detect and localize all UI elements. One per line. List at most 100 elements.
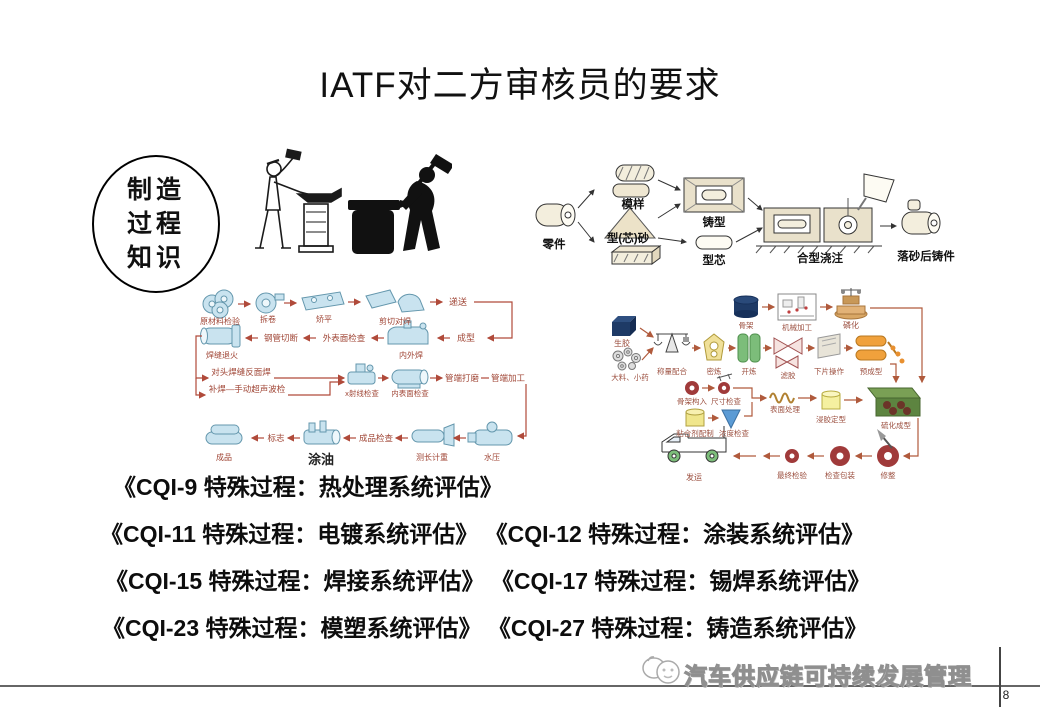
pipe-step-label: 水压 [484,452,500,462]
preforming-icon [855,335,905,364]
leveling-machine-icon [301,291,345,311]
knowledge-badge: 制造 过程 知识 [92,155,220,293]
rubber-step-label: 发运 [686,472,702,482]
pipe-step-label: 成品 [216,452,232,462]
raw-rubber-icon [612,316,636,336]
rubber-step-label: 机械加工 [782,322,812,332]
pipe-step-label: 成品检查 [359,433,394,443]
truck-icon [661,426,727,463]
pipe-step-label: 焊缝退火 [206,350,238,360]
strainer-icon [773,337,803,369]
casting-step-label: 零件 [542,237,566,251]
casting-process-diagram: 零件 模样 型(芯)砂 铸型 型芯 合型浇注 落砂后铸件 [535,164,955,267]
badge-line: 制造 [126,175,185,204]
pipe-step-label: 标志 [267,433,285,443]
shear-butt-weld-icon [365,289,425,313]
rubber-step-label: 粘合剂配制 [676,428,714,438]
pipe-step-label: 钢管切断 [264,333,299,343]
xray-inspect-icon [347,363,376,385]
metal-insert-icon [733,295,759,318]
pipe-step-label: 拆卷 [260,314,276,324]
pipe-step-label: 补焊—手动超声波检 [209,384,286,394]
sheet-cutting-icon [817,333,841,359]
rubber-step-label: 最终检验 [777,470,807,480]
rubber-step-label: 浓度检查 [719,428,749,438]
inner-surface-inspect-icon [391,369,429,389]
rubber-step-label: 密炼 [707,366,722,376]
pipe-step-label: 内外焊 [399,350,423,360]
trimming-icon [877,429,899,467]
open-mill-icon [737,333,761,363]
footer-logo-icon [642,656,680,684]
pipe-production-flowchart: 原材料检验 拆卷 矫平 剪切对焊 递送 焊缝退火 钢管切断 外表面检查 内外焊 … [195,289,527,467]
badge-line: 知识 [126,243,185,272]
rubber-step-label: 大料、小药 [611,372,649,382]
pipe-step-label: 管端打磨 [445,373,480,383]
blacksmith-illustration [255,148,452,254]
casting-step-label: 模样 [622,197,645,211]
pipe-step-label: 递送 [449,296,467,307]
casting-step-label: 合型浇注 [797,251,843,265]
mold-assembly-pouring-icon [755,173,895,254]
casting-step-label: 型(芯)砂 [607,231,650,245]
shakeout-casting-icon [901,199,941,235]
rubber-step-label: 磷化 [843,320,859,330]
adhesive-prep-icon [685,408,705,427]
cqi-line-4: 《CQI-23 特殊过程：模塑系统评估》 《CQI-27 特殊过程：铸造系统评估… [102,615,868,641]
vulcanization-mold-icon [866,387,922,417]
chemicals-icon [612,347,641,371]
pipe-step-label: 外表面检查 [323,333,366,343]
rubber-step-label: 预成型 [860,366,883,376]
page-title: IATF对二方审核员的要求 [319,66,721,105]
rubber-step-label: 修整 [881,470,896,480]
rubber-step-label: 骨架 [739,321,754,330]
casting-step-label: 型芯 [703,253,726,267]
weighing-scale-icon [653,332,691,353]
rubber-step-label: 硫化成型 [881,420,911,430]
footer-divider [0,685,1040,687]
rubber-step-label: 骨架构入 [677,396,707,406]
rubber-step-label: 称量配合 [657,366,687,376]
viscosity-check-icon [721,409,741,430]
pattern-icon [612,164,655,198]
casting-step-label: 铸型 [703,215,726,229]
hydro-test-machine-icon [467,421,513,446]
rubber-production-flowchart: 骨架 机械加工 磷化 生胶 大料、小药 称量配合 密炼 开炼 滤胶 下片操作 预… [611,288,926,482]
insert-loading-icon [685,381,699,395]
rubber-step-label: 开炼 [742,366,757,376]
pipe-step-label: 测长计重 [416,452,448,462]
rubber-step-label: 尺寸检查 [711,396,741,406]
cqi-line-2: 《CQI-11 特殊过程：电镀系统评估》 《CQI-12 特殊过程：涂装系统评估… [100,521,865,547]
phosphating-icon [834,288,868,320]
length-weight-measure-icon [411,423,455,447]
cqi-line-1: 《CQI-9 特殊过程：热处理系统评估》 [113,474,503,500]
page-number: 8 [1002,688,1010,702]
weld-anneal-pipe-icon [200,324,241,348]
final-inspect-icon [785,449,799,463]
rubber-step-label: 表面处理 [770,404,800,414]
cqi-line-3: 《CQI-15 特殊过程：焊接系统评估》 《CQI-17 特殊过程：锡焊系统评估… [105,568,871,594]
pipe-step-label: 成型 [457,332,475,343]
blacksmith-silhouette-figure [348,154,452,254]
footer-vertical-rule [999,647,1001,707]
rubber-step-label: 下片操作 [814,366,844,376]
internal-mixer-icon [703,333,725,361]
badge-line: 过程 [126,209,185,238]
machining-icon [777,293,817,321]
pipe-step-label: 矫平 [316,314,332,324]
rubber-step-label: 浸胶定型 [816,414,846,424]
rubber-step-label: 滤胶 [781,370,796,380]
raw-material-coils-icon [202,289,234,319]
molding-sand-icon [603,207,662,265]
dipping-set-icon [821,390,841,410]
oiling-machine-icon [303,420,341,445]
pipe-step-label-oiling: 涂油 [308,452,334,467]
dimension-check-icon [716,373,733,394]
finished-pipes-icon [205,424,243,445]
inspect-pack-icon [830,446,850,466]
core-icon [695,235,733,250]
pipe-step-label: 原材料检验 [200,316,240,326]
pipe-step-label: 对头焊缝反面焊 [211,367,271,377]
rubber-step-label: 检查包装 [825,470,855,480]
